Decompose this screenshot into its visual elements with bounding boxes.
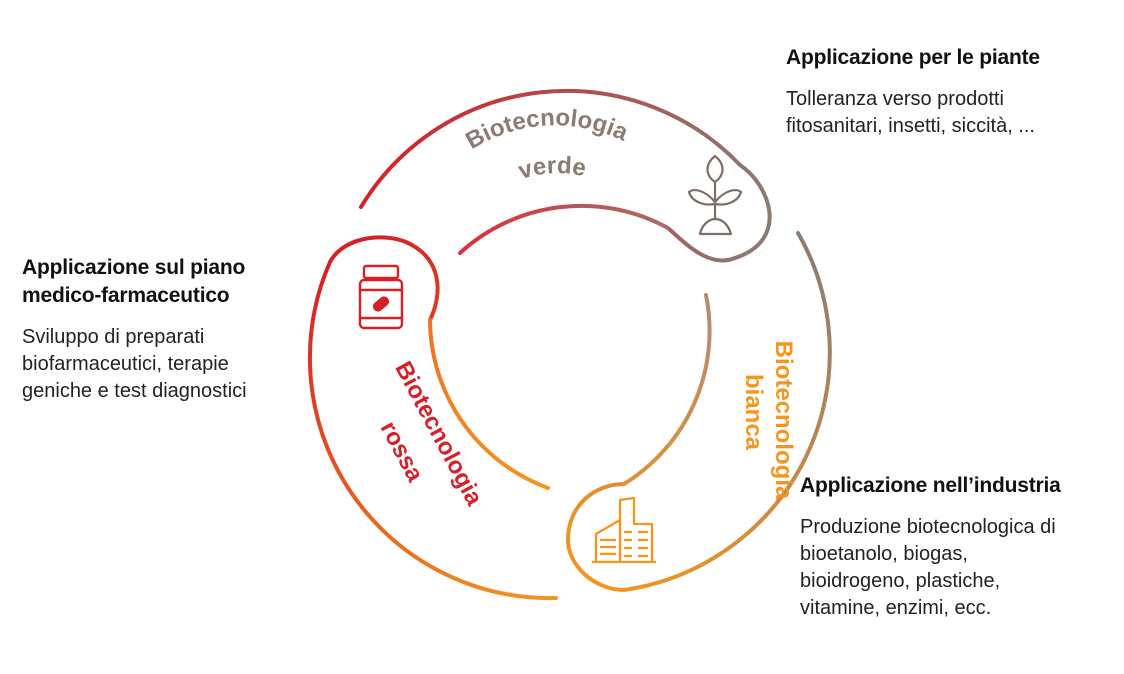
block-medical-description: Sviluppo di preparati biofarmaceutici, t… (22, 324, 247, 405)
block-medical-line: Sviluppo di preparati (22, 326, 205, 348)
block-plants-line: Tolleranza verso prodotti (786, 88, 1004, 110)
block-plants-line: fitosanitari, insetti, siccità, ... (786, 115, 1035, 137)
block-medical: Applicazione sul piano medico-farmaceuti… (22, 254, 247, 405)
block-industry-line: bioidrogeno, plastiche, (800, 570, 1001, 592)
segment-white-label-line2: bianca (740, 374, 767, 451)
segment-white: Biotecnologia bianca (565, 231, 832, 593)
block-plants: Applicazione per le piante Tolleranza ve… (786, 44, 1040, 140)
block-industry: Applicazione nell’industria Produzione b… (800, 472, 1061, 622)
block-plants-description: Tolleranza verso prodotti fitosanitari, … (786, 86, 1040, 140)
medicine-bottle-icon (358, 264, 404, 330)
block-industry-line: vitamine, enzimi, ecc. (800, 597, 992, 619)
segment-red: Biotecnologia rossa (307, 235, 558, 601)
block-plants-title: Applicazione per le piante (786, 46, 1040, 69)
block-medical-title-line: Applicazione sul piano (22, 256, 246, 279)
plant-icon (687, 154, 743, 236)
factory-icon (592, 496, 656, 564)
block-industry-title: Applicazione nell’industria (800, 474, 1061, 497)
segment-green: Biotecnologia verde (359, 88, 772, 263)
block-medical-line: geniche e test diagnostici (22, 380, 247, 402)
block-industry-line: bioetanolo, biogas, (800, 543, 968, 565)
block-industry-line: Produzione biotecnologica di (800, 516, 1056, 538)
block-medical-title-line: medico-farmaceutico (22, 284, 230, 307)
segment-white-label-line1: Biotecnologia (770, 341, 797, 500)
segment-green-label-line2: verde (515, 152, 588, 185)
block-medical-line: biofarmaceutici, terapie (22, 353, 229, 375)
block-industry-description: Produzione biotecnologica di bioetanolo,… (800, 514, 1061, 622)
segment-green-label-line1: Biotecnologia (461, 104, 632, 155)
block-medical-title: Applicazione sul piano medico-farmaceuti… (22, 254, 247, 310)
